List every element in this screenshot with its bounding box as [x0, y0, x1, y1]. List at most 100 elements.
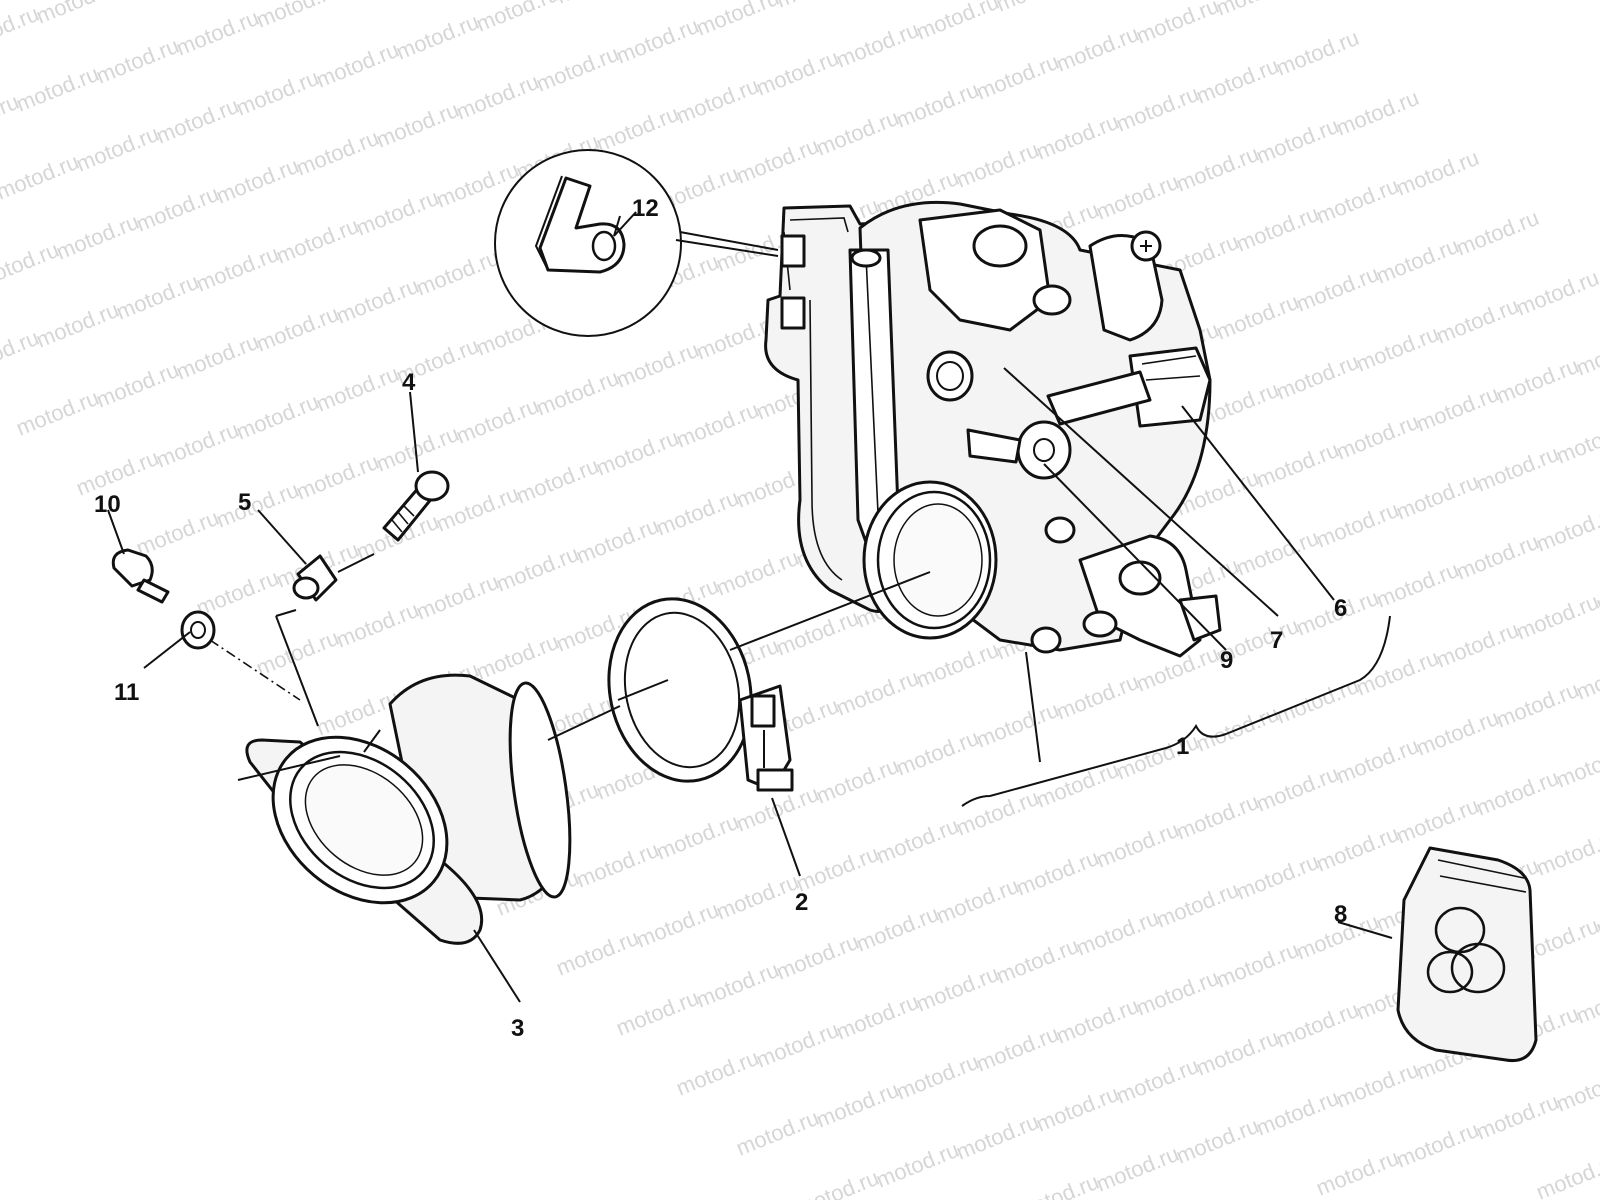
watermark-text: motod.ru: [593, 425, 683, 481]
watermark-text: motod.ru: [173, 5, 263, 61]
watermark-text: motod.ru: [1493, 677, 1583, 733]
watermark-text: motod.ru: [1353, 645, 1443, 701]
watermark-text: motod.ru: [1453, 529, 1543, 585]
watermark-text: motod.ru: [1393, 469, 1483, 525]
watermark-text: motod.ru: [493, 541, 583, 597]
watermark-text: motod.ru: [293, 125, 383, 181]
watermark-text: motod.ru: [813, 753, 903, 809]
watermark-text: motod.ru: [1533, 1149, 1600, 1200]
watermark-text: motod.ru: [1513, 589, 1600, 645]
watermark-text: motod.ru: [893, 77, 983, 133]
watermark-text: motod.ru: [1553, 737, 1600, 793]
watermark-text: motod.ru: [913, 961, 1003, 1017]
watermark-text: motod.ru: [1433, 617, 1523, 673]
watermark-text: motod.ru: [1013, 845, 1103, 901]
watermark-text: motod.ru: [1233, 525, 1323, 581]
watermark-text: motod.ru: [953, 137, 1043, 193]
watermark-text: motod.ru: [153, 93, 243, 149]
watermark-text: motod.ru: [1373, 233, 1463, 289]
watermark-text: motod.ru: [573, 837, 663, 893]
watermark-text: motod.ru: [1393, 145, 1483, 201]
watermark-text: motod.ru: [1133, 965, 1223, 1021]
watermark-text: motod.ru: [1273, 997, 1363, 1053]
watermark-text: motod.ru: [53, 209, 143, 265]
watermark-text: motod.ru: [313, 685, 403, 741]
watermark-text: motod.ru: [933, 873, 1023, 929]
watermark-text: motod.ru: [833, 989, 923, 1045]
watermark-text: motod.ru: [1333, 409, 1423, 465]
watermark-text: motod.ru: [1553, 1061, 1600, 1117]
watermark-text: motod.ru: [833, 17, 923, 73]
watermark-text: motod.ru: [1033, 109, 1123, 165]
watermark-text: motod.ru: [1213, 937, 1303, 993]
watermark-text: motod.ru: [793, 1165, 883, 1200]
callout-5: 5: [238, 489, 251, 516]
callout-3: 3: [511, 1015, 524, 1042]
watermark-text: motod.ru: [653, 809, 743, 865]
watermark-text: motod.ru: [1273, 349, 1363, 405]
watermark-text: motod.ru: [1193, 1025, 1283, 1081]
watermark-text: motod.ru: [1153, 877, 1243, 933]
watermark-text: motod.ru: [333, 273, 423, 329]
watermark-text: motod.ru: [1053, 669, 1143, 725]
watermark-text: motod.ru: [1113, 81, 1203, 137]
watermark-text: motod.ru: [553, 925, 643, 981]
watermark-text: motod.ru: [1253, 761, 1343, 817]
callout-4: 4: [402, 369, 416, 396]
watermark-text: motod.ru: [1273, 673, 1363, 729]
watermark-text: motod.ru: [693, 0, 783, 41]
callout-7: 7: [1270, 627, 1283, 654]
watermark-text: motod.ru: [373, 97, 463, 153]
watermark-text: motod.ru: [1253, 437, 1343, 493]
callout-2: 2: [795, 889, 808, 916]
watermark-text: motod.ru: [153, 417, 243, 473]
watermark-text: motod.ru: [973, 1021, 1063, 1077]
watermark-text: motod.ru: [1333, 85, 1423, 141]
hose-clamp: [607, 597, 794, 792]
watermark-text: motod.ru: [613, 13, 703, 69]
watermark-text: motod.ru: [1413, 381, 1503, 437]
watermark-text: motod.ru: [613, 985, 703, 1041]
watermark-text: motod.ru: [713, 545, 803, 601]
callout-10: 10: [94, 491, 121, 518]
watermark-text: motod.ru: [1493, 353, 1583, 409]
watermark-text: motod.ru: [1233, 201, 1323, 257]
watermark-text: motod.ru: [1093, 817, 1183, 873]
washer-11: [180, 610, 216, 650]
watermark-text: motod.ru: [873, 1137, 963, 1193]
watermark-text: motod.ru: [333, 0, 423, 5]
watermark-text: motod.ru: [633, 897, 723, 953]
watermark-text: motod.ru: [733, 133, 823, 189]
watermark-text: motod.ru: [193, 565, 283, 621]
callout-labels: 1 2 3 4 5 6 7 8 9 10 11 12: [94, 195, 1347, 1042]
watermark-text: motod.ru: [1133, 0, 1223, 49]
watermark-text: motod.ru: [1173, 1113, 1263, 1169]
watermark-text: motod.ru: [773, 605, 863, 661]
watermark-text: motod.ru: [513, 453, 603, 509]
watermark-text: motod.ru: [33, 0, 123, 29]
bush-5: [292, 554, 338, 602]
watermark-text: motod.ru: [813, 105, 903, 161]
watermark-text: motod.ru: [1233, 849, 1323, 905]
watermark-text: motod.ru: [1433, 293, 1523, 349]
watermark-text: motod.ru: [293, 449, 383, 505]
watermark-text: motod.ru: [713, 869, 803, 925]
watermark-text: motod.ru: [1013, 1169, 1103, 1200]
watermark-text: motod.ru: [313, 361, 403, 417]
watermark-text: motod.ru: [213, 477, 303, 533]
watermark-text: motod.ru: [93, 33, 183, 89]
watermark-text: motod.ru: [653, 485, 743, 541]
watermark-text: motod.ru: [173, 329, 263, 385]
throttle-body-assembly: [764, 200, 1222, 658]
watermark-text: motod.ru: [993, 933, 1083, 989]
watermark-text: motod.ru: [333, 597, 423, 653]
watermark-text: motod.ru: [473, 0, 563, 37]
watermark-text: motod.ru: [833, 665, 923, 721]
watermark-text: motod.ru: [413, 569, 503, 625]
watermark-text: motod.ru: [533, 365, 623, 421]
watermark-text: motod.ru: [1353, 321, 1443, 377]
watermark-text: motod.ru: [1313, 173, 1403, 229]
watermark-text: motod.ru: [13, 61, 103, 117]
watermark-text: motod.ru: [1173, 141, 1263, 197]
